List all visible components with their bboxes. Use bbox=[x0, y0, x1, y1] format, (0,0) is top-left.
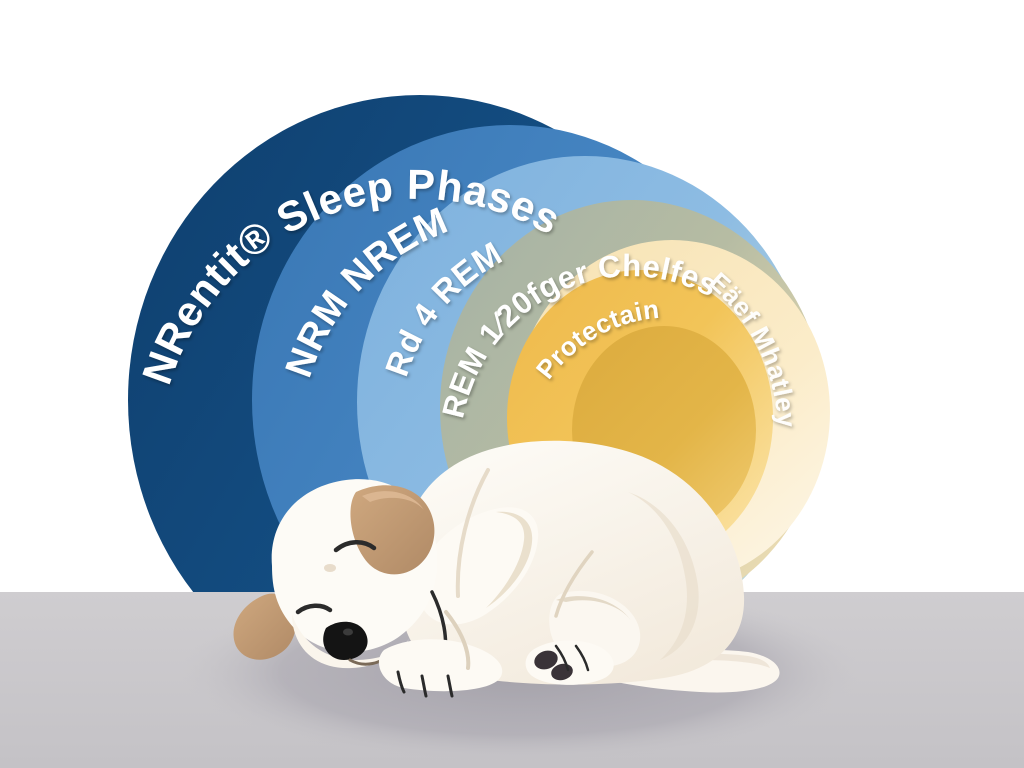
dog-nose bbox=[323, 621, 368, 660]
dog-paw-pad-1 bbox=[534, 650, 558, 670]
dog-body bbox=[402, 440, 745, 685]
sleeping-dog bbox=[233, 440, 780, 698]
dog-toe-line-1 bbox=[396, 670, 406, 694]
dog-nose-highlight bbox=[343, 628, 353, 636]
dog-chest bbox=[420, 507, 539, 625]
dog-ear-highlight bbox=[362, 491, 424, 510]
dog-shoulder-contour bbox=[455, 468, 490, 598]
dog-muzzle bbox=[292, 614, 416, 669]
dog-ear-near bbox=[350, 485, 435, 575]
dog-eye-lower bbox=[295, 603, 333, 615]
dog-tail-shade bbox=[596, 653, 770, 674]
dog-rear-toe-line-2 bbox=[574, 644, 590, 672]
dog-brow bbox=[324, 564, 336, 572]
dog-toe-line-3 bbox=[446, 674, 454, 698]
dog-leg-fold bbox=[444, 610, 471, 670]
dog-flank-contour bbox=[554, 550, 594, 618]
dog-eye-upper bbox=[333, 540, 377, 553]
dog-front-paw bbox=[378, 639, 503, 692]
dog-chest-shade bbox=[486, 511, 533, 608]
dog-toe-line-2 bbox=[420, 674, 428, 698]
dog-rear-toe-line-1 bbox=[554, 644, 570, 672]
dog-ear-far bbox=[233, 593, 297, 660]
